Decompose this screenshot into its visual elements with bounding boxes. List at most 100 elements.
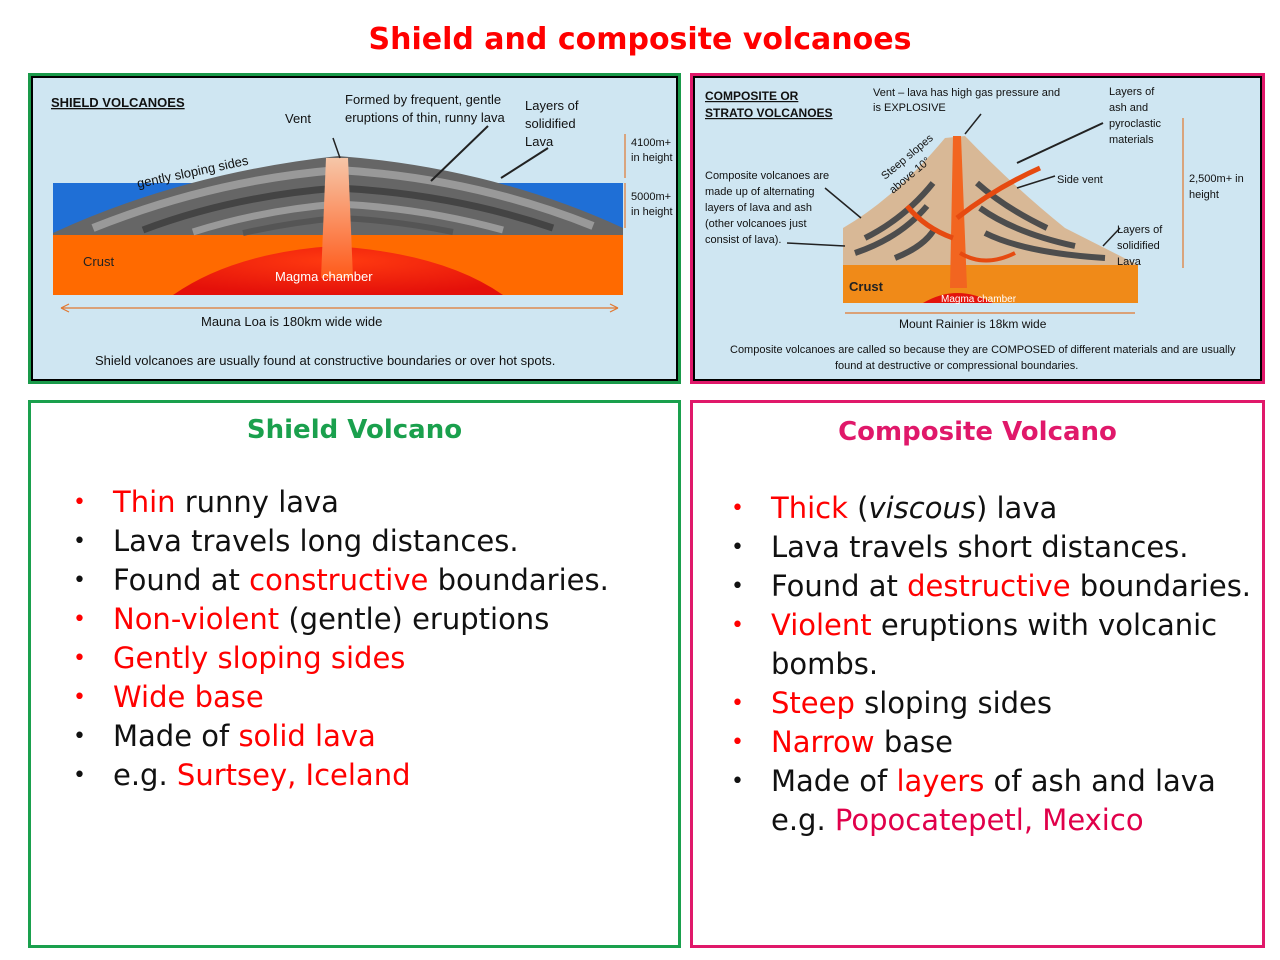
bullet-icon: • [73, 685, 86, 710]
fact-text: Made of [771, 764, 897, 798]
fact-item: • Steep sloping sides [729, 684, 1259, 723]
fact-text: Found at [771, 569, 908, 603]
fact-item: • Gently sloping sides [71, 639, 671, 678]
vent-pointer [332, 137, 341, 159]
width-label: Mauna Loa is 180km wide wide [201, 314, 382, 329]
formed-label: Formed by frequent, gentle [345, 92, 501, 107]
fact-text: ( [847, 491, 869, 525]
fact-text: destructive [907, 569, 1071, 603]
made-up-pointer-2 [786, 242, 846, 247]
fact-text: e.g. [113, 758, 177, 792]
fact-text: Wide base [113, 680, 264, 714]
main-vent [950, 136, 967, 288]
fact-item: • Wide base [71, 678, 671, 717]
vent-label: Vent – lava has high gas pressure and [873, 87, 1060, 99]
made-up-label: (other volcanoes just [705, 218, 807, 230]
made-up-label: made up of alternating [705, 186, 814, 198]
fact-item: •Thick (viscous) lava [729, 489, 1259, 528]
ash-label: Layers of [1109, 86, 1155, 98]
height-label: 2,500m+ in [1189, 173, 1244, 185]
fact-text: Violent [771, 608, 872, 642]
ash-label: ash and [1109, 102, 1148, 114]
height-label: in height [631, 152, 673, 164]
layers-label: Layers of [525, 98, 579, 113]
layers-label: Lava [525, 134, 554, 149]
bullet-icon: • [73, 763, 86, 788]
ash-layer [854, 204, 930, 256]
page-title: Shield and composite volcanoes [368, 22, 912, 57]
magma-label: Magma chamber [941, 294, 1017, 305]
lava-pointer [1102, 227, 1121, 247]
bullet-icon: • [73, 646, 86, 671]
width-arrow-heads [60, 303, 619, 313]
fact-text: Steep [771, 686, 855, 720]
side-vent-label: Side vent [1057, 174, 1103, 186]
side-vent [955, 165, 1042, 220]
vent-pointer [964, 113, 982, 135]
made-up-label: consist of lava). [705, 234, 781, 246]
fact-text: Gently sloping sides [113, 641, 406, 675]
formed-pointer [430, 125, 489, 182]
height-label: 5000m+ [631, 191, 671, 203]
fact-item: • Lava travels short distances. [729, 528, 1259, 567]
composite-heading: Composite Volcano [838, 417, 1117, 447]
fact-text: Lava travels long distances. [113, 524, 519, 558]
bullet-icon: • [731, 535, 744, 560]
magma-label: Magma chamber [275, 269, 373, 284]
fact-text: Lava travels short distances. [771, 530, 1189, 564]
fact-text: Surtsey, Iceland [176, 758, 411, 792]
fact-text: Non-violent [113, 602, 280, 636]
fact-text: sloping sides [854, 686, 1052, 720]
formed-label-2: eruptions of thin, runny lava [345, 110, 505, 125]
fact-text: constructive [249, 563, 429, 597]
vent-label: Vent [285, 111, 311, 126]
shield-diagram: SHIELD VOLCANOES Formed by frequent, gen… [33, 78, 676, 379]
bullet-icon: • [73, 724, 86, 749]
fact-item: •Found at constructive boundaries. [71, 561, 671, 600]
magma-chamber [923, 293, 993, 303]
width-label: Mount Rainier is 18km wide [899, 317, 1047, 331]
composite-caption: Composite volcanoes are called so becaus… [730, 344, 1236, 356]
shield-facts-box: Shield Volcano • Thin runny lava • Lava tra… [28, 400, 681, 948]
fact-text: ) lava [975, 491, 1058, 525]
crust [843, 265, 1138, 303]
made-up-label: Composite volcanoes are [705, 170, 829, 182]
bullet-icon: • [731, 691, 744, 716]
fact-text: viscous [868, 491, 976, 525]
fact-text: of ash and lava e.g. [771, 764, 1216, 837]
bullet-icon: • [731, 769, 744, 794]
composite-cone [843, 136, 1138, 265]
shield-facts-list: • Thin runny lava • Lava travels long dista… [71, 483, 671, 795]
composite-caption: found at destructive or compressional bo… [835, 360, 1078, 372]
fact-text: Thick [771, 491, 848, 525]
fact-text: runny lava [175, 485, 339, 519]
bullet-icon: • [731, 613, 744, 638]
ash-label: pyroclastic [1109, 118, 1161, 130]
fact-text: Thin [113, 485, 176, 519]
layers-pointer [500, 147, 549, 179]
vent [321, 158, 353, 278]
bullet-icon: • [73, 490, 86, 515]
height-label: height [1189, 189, 1219, 201]
shield-diagram-panel: SHIELD VOLCANOES Formed by frequent, gen… [28, 73, 681, 384]
height-label: 4100m+ [631, 137, 671, 149]
fact-text: layers [896, 764, 985, 798]
fact-text: Made of [113, 719, 239, 753]
fact-text: solid lava [238, 719, 376, 753]
bullet-icon: • [73, 607, 86, 632]
side-vent-pointer [1016, 175, 1056, 189]
fact-item: •Non-violent (gentle) eruptions [71, 600, 671, 639]
shield-heading: SHIELD VOLCANOES [51, 95, 185, 110]
composite-diagram-panel: COMPOSITE OR STRATO VOLCANOES Vent – lav… [690, 73, 1265, 384]
composite-facts-list: •Thick (viscous) lava•Lava travels short… [729, 489, 1259, 840]
bullet-icon: • [73, 568, 86, 593]
fact-item: •Made of layers of ash and lava e.g. Pop… [729, 762, 1259, 840]
fact-item: •Violent eruptions with volcanic bombs. [729, 606, 1259, 684]
shield-heading: Shield Volcano [246, 415, 463, 445]
fact-text: Narrow [771, 725, 875, 759]
fact-text: Found at [113, 563, 250, 597]
bullet-icon: • [73, 529, 86, 554]
vent-label: is EXPLOSIVE [873, 102, 946, 114]
lava-label: Lava [1117, 256, 1142, 268]
side-vent [905, 204, 954, 241]
